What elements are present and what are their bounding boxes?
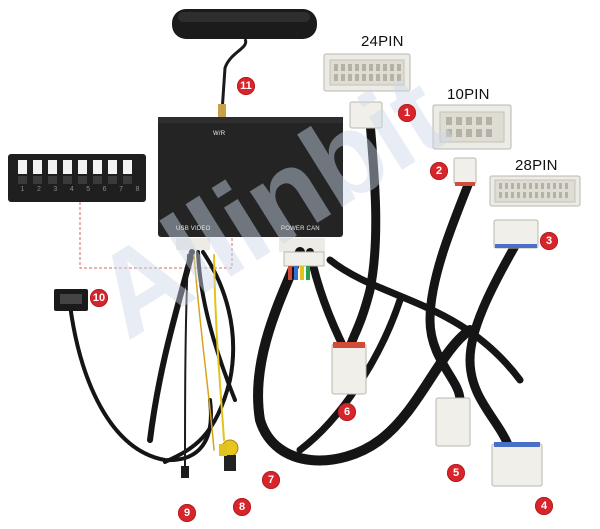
dip-number: 8 [135, 186, 140, 193]
interface-box [158, 117, 343, 252]
dip-number: 1 [20, 186, 25, 193]
badge-3: 3 [540, 232, 558, 250]
label-28pin: 28PIN [515, 157, 558, 174]
badge-10: 10 [90, 289, 108, 307]
badge-11: 11 [237, 77, 255, 95]
box-label-top: W/R [213, 131, 226, 137]
badge-7: 7 [262, 471, 280, 489]
dip-number: 6 [102, 186, 107, 193]
dip-switch [8, 154, 146, 202]
box-label-power-can: POWER CAN [281, 226, 320, 232]
dip-number: 7 [119, 186, 123, 193]
cable-connectors [54, 101, 543, 487]
label-10pin: 10PIN [447, 86, 490, 103]
connector-28pin [489, 175, 581, 207]
dip-number: 3 [53, 186, 58, 193]
antenna [172, 9, 317, 118]
dip-numbers: 1 2 3 4 5 6 7 8 [18, 186, 142, 196]
badge-5: 5 [447, 464, 465, 482]
box-label-usb-video: USB VIDEO [176, 226, 211, 232]
connector-10pin [432, 104, 512, 150]
badge-9: 9 [178, 504, 196, 522]
badge-1: 1 [398, 104, 416, 122]
badge-2: 2 [430, 162, 448, 180]
badge-6: 6 [338, 403, 356, 421]
label-24pin: 24PIN [361, 33, 404, 50]
dip-number: 5 [86, 186, 91, 193]
connector-24pin [323, 53, 411, 92]
dip-number: 4 [69, 186, 74, 193]
badge-4: 4 [535, 497, 553, 515]
badge-8: 8 [233, 498, 251, 516]
dip-number: 2 [36, 186, 41, 193]
